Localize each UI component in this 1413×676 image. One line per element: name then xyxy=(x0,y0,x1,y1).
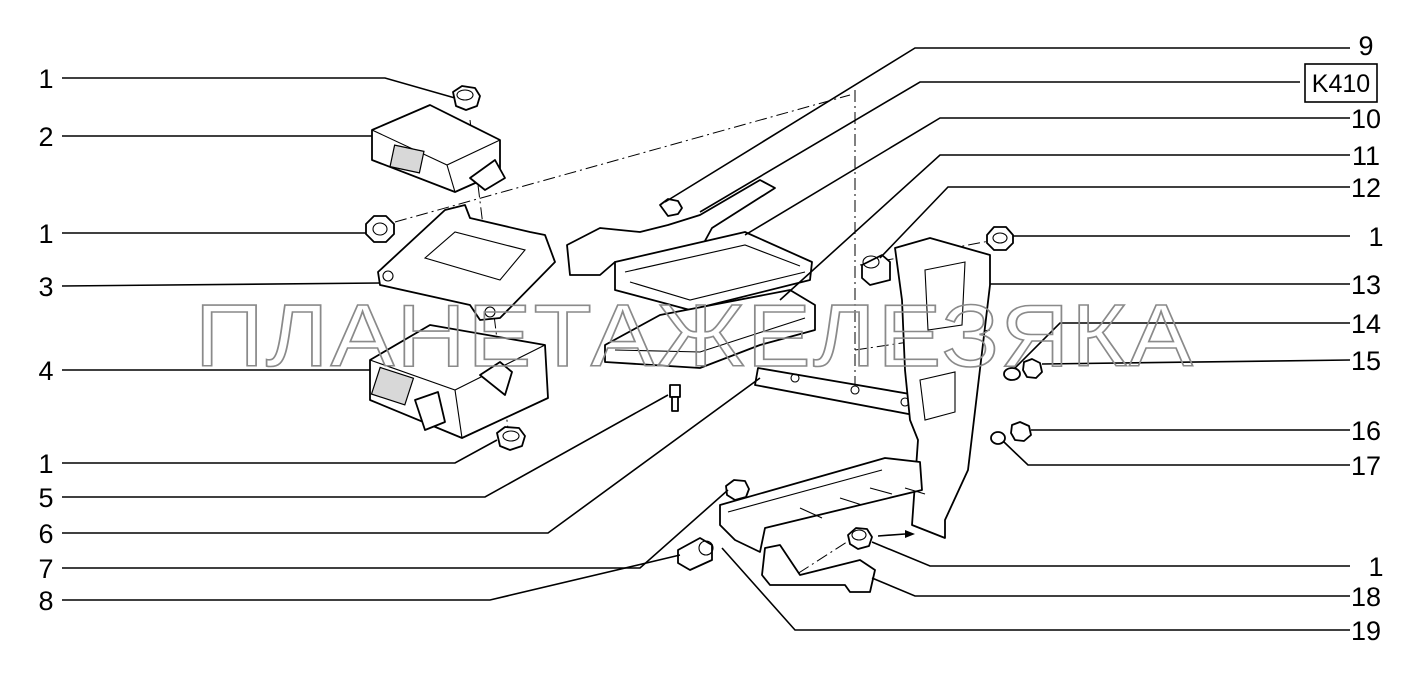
control-module-2 xyxy=(371,104,506,193)
callout-label: 12 xyxy=(1351,173,1381,203)
bracket-18 xyxy=(761,544,876,593)
callout-label: 3 xyxy=(38,272,53,302)
callout-label: 1 xyxy=(1368,552,1383,582)
nut-top xyxy=(452,85,481,111)
callout-label: 4 xyxy=(38,356,53,386)
nut-left xyxy=(365,215,395,243)
code-label: K410 xyxy=(1312,70,1370,98)
callout-label: 1 xyxy=(38,64,53,94)
callout-label: 16 xyxy=(1351,416,1381,446)
callout-label: 7 xyxy=(38,554,53,584)
callout-label: 6 xyxy=(38,519,53,549)
nut-right-top xyxy=(986,226,1014,251)
watermark: ПЛАНЕТАЖЕЛЕЗЯКА xyxy=(195,286,1195,385)
leader-lines xyxy=(61,47,1351,631)
callout-label: 5 xyxy=(38,483,53,513)
nut-bottom xyxy=(496,426,526,451)
callout-label: 1 xyxy=(1368,222,1383,252)
callout-labels: 1 2 1 3 4 1 5 6 7 8 9 10 11 12 1 13 14 1… xyxy=(38,31,1383,646)
nut-washer-16-17 xyxy=(990,421,1032,445)
callout-label: 2 xyxy=(38,122,53,152)
callout-label: 11 xyxy=(1352,141,1380,171)
bracket-19 xyxy=(719,457,926,553)
bushing-12 xyxy=(861,254,891,286)
nut-lower xyxy=(847,527,915,550)
callout-label: 18 xyxy=(1351,582,1381,612)
callout-label: 1 xyxy=(38,449,53,479)
bracket-3 xyxy=(377,204,556,321)
spacer-8 xyxy=(677,537,714,571)
nut-washer-14-15 xyxy=(1003,358,1043,381)
callout-label: 14 xyxy=(1351,309,1381,339)
ecu-assembly xyxy=(566,179,816,412)
nut-7 xyxy=(725,479,750,501)
callout-label: 9 xyxy=(1358,31,1373,61)
callout-label: 13 xyxy=(1351,270,1381,300)
callout-label: 8 xyxy=(38,586,53,616)
callout-label: 15 xyxy=(1351,346,1381,376)
callout-label: 1 xyxy=(38,219,53,249)
control-module-4 xyxy=(369,324,549,439)
callout-label: 10 xyxy=(1351,104,1381,134)
code-box: K410 xyxy=(1304,63,1378,103)
callout-label: 19 xyxy=(1351,616,1381,646)
callout-label: 17 xyxy=(1351,451,1381,481)
